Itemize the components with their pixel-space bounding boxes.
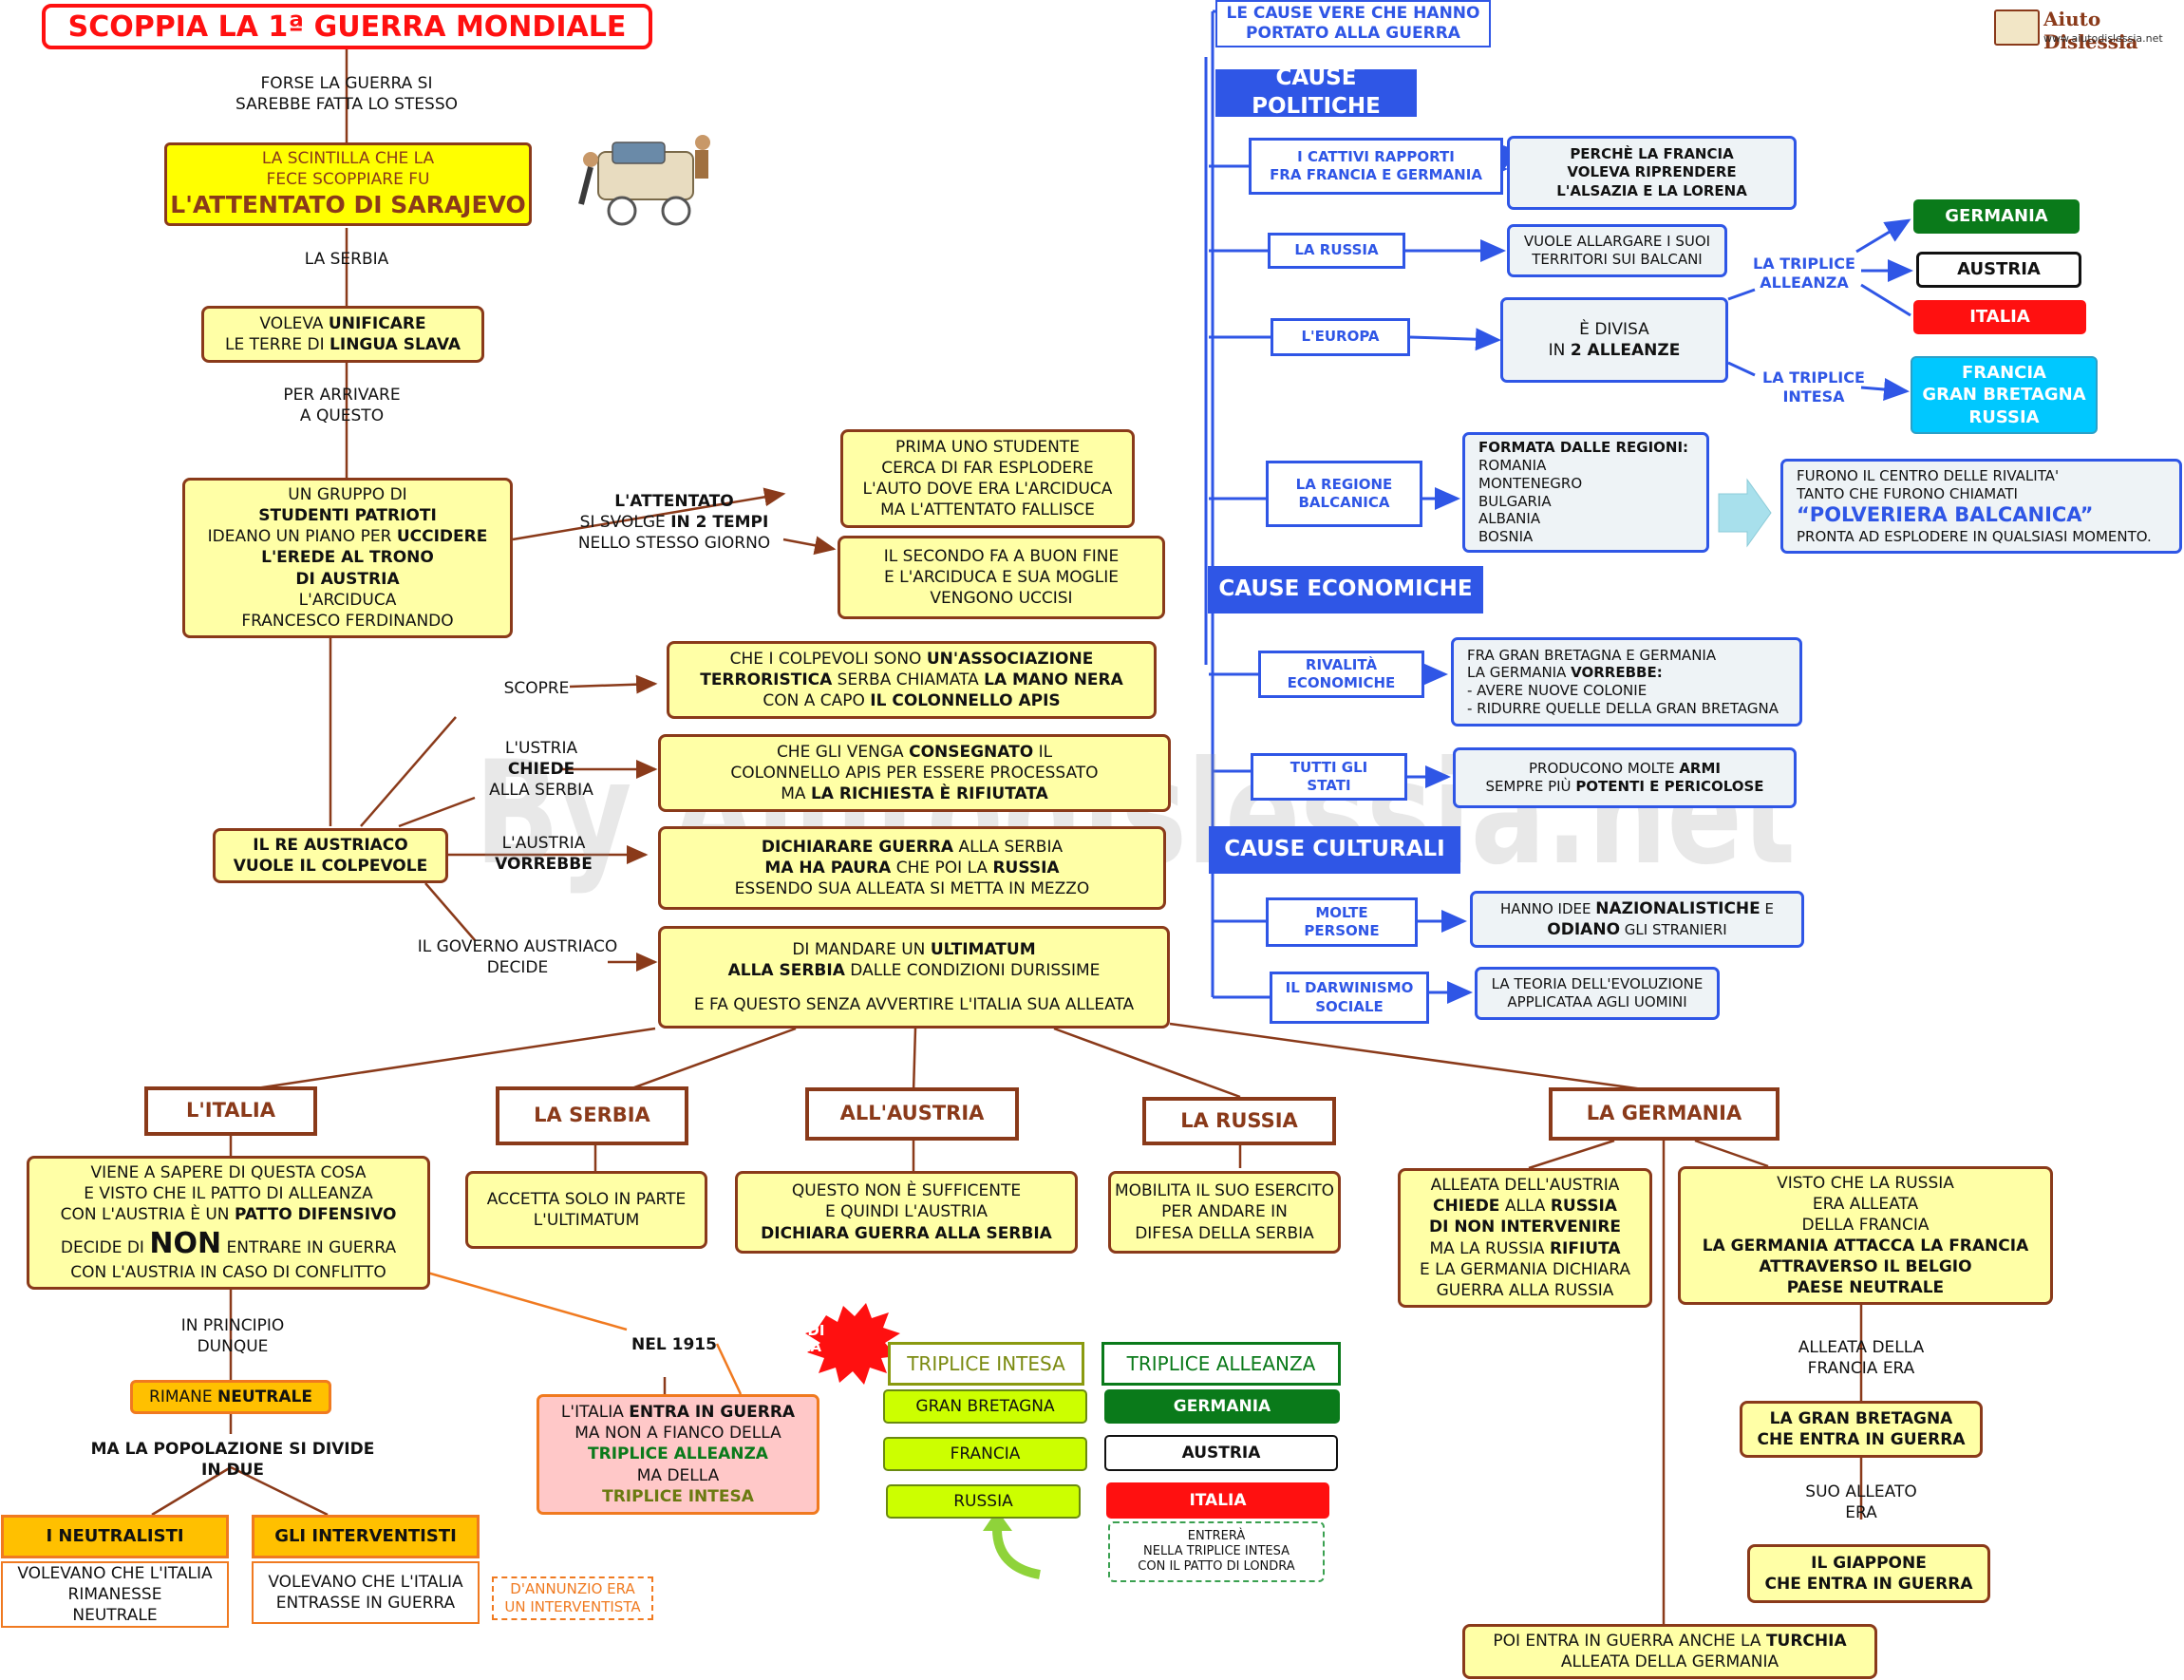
box-italia-viene: VIENE A SAPERE DI QUESTA COSA E VISTO CH…	[27, 1156, 430, 1290]
label-attentato: L'ATTENTATO SI SVOLGE IN 2 TEMPI NELLO S…	[577, 492, 771, 554]
box-rimane-neutrale: RIMANE NEUTRALE	[130, 1380, 331, 1414]
header-serbia: LA SERBIA	[496, 1086, 688, 1145]
header-cause-culturali: CAUSE CULTURALI	[1209, 826, 1460, 874]
box-germania-alleata: ALLEATA DELL'AUSTRIA CHIEDE ALLA RUSSIA …	[1398, 1168, 1652, 1308]
box-scintilla: LA SCINTILLA CHE LA FECE SCOPPIARE FU L'…	[164, 142, 532, 226]
brand-url: www.aiutodislessia.net	[2043, 32, 2163, 45]
header-interventisti: GLI INTERVENTISTI	[252, 1515, 480, 1558]
legend-intesa-francia: FRANCIA	[883, 1437, 1087, 1471]
box-turchia: POI ENTRA IN GUERRA ANCHE LA TURCHIA ALL…	[1462, 1624, 1877, 1679]
box-fra-gb-germania: FRA GRAN BRETAGNA E GERMANIA LA GERMANIA…	[1451, 637, 1802, 727]
header-russia: LA RUSSIA	[1142, 1097, 1336, 1145]
box-nazionalistiche: HANNO IDEE NAZIONALISTICHE E ODIANO GLI …	[1470, 891, 1804, 948]
box-dichiarare: DICHIARARE GUERRA ALLA SERBIA MA HA PAUR…	[658, 826, 1166, 910]
box-gruppo-studenti: UN GRUPPO DI STUDENTI PATRIOTI IDEANO UN…	[182, 478, 513, 638]
header-germania: LA GERMANIA	[1549, 1087, 1779, 1141]
sarajevo-car-icon	[578, 135, 710, 226]
header-cause-politiche: CAUSE POLITICHE	[1215, 66, 1417, 119]
badge-italia: ITALIA	[1913, 300, 2086, 334]
header-cause-economiche: CAUSE ECONOMICHE	[1208, 566, 1483, 613]
book-icon	[1994, 9, 2040, 46]
box-divisa: È DIVISA IN 2 ALLEANZE	[1500, 297, 1728, 383]
label-nel-1915: NEL 1915	[631, 1335, 717, 1354]
legend-alleanza-italia: ITALIA	[1106, 1482, 1329, 1519]
legend-intesa-russia: RUSSIA	[886, 1484, 1081, 1519]
brand-logo: Aiuto Dislessia www.aiutodislessia.net	[1994, 6, 2175, 53]
box-italia-entra: L'ITALIA ENTRA IN GUERRA MA NON A FIANCO…	[537, 1394, 819, 1515]
legend-alleanza-germania: GERMANIA	[1104, 1389, 1340, 1424]
header-neutralisti: I NEUTRALISTI	[1, 1515, 229, 1558]
box-europa: L'EUROPA	[1271, 318, 1410, 356]
brand-name: Aiuto Dislessia	[2043, 8, 2138, 53]
legend-intesa-title: TRIPLICE INTESA	[888, 1342, 1084, 1386]
box-germania-visto: VISTO CHE LA RUSSIA ERA ALLEATA DELLA FR…	[1678, 1166, 2053, 1305]
header-italia: L'ITALIA	[144, 1086, 317, 1136]
box-ultimatum: DI MANDARE UN ULTIMATUM ALLA SERBIA DALL…	[658, 926, 1170, 1029]
label-serbia: LA SERBIA	[304, 250, 389, 269]
box-consegnato: CHE GLI VENGA CONSEGNATO IL COLONNELLO A…	[658, 734, 1171, 812]
label-scopre: SCOPRE	[503, 679, 570, 698]
box-formata-regioni: FORMATA DALLE REGIONI: ROMANIA MONTENEGR…	[1462, 432, 1709, 553]
legend-alleanza-austria: AUSTRIA	[1104, 1435, 1338, 1471]
legend-alleanza-title: TRIPLICE ALLEANZA	[1101, 1342, 1341, 1386]
header-austria: ALL'AUSTRIA	[805, 1087, 1019, 1141]
badge-germania: GERMANIA	[1913, 199, 2080, 234]
page-title: SCOPPIA LA 1ª GUERRA MONDIALE	[42, 4, 652, 49]
box-polveriera: FURONO IL CENTRO DELLE RIVALITA' TANTO C…	[1780, 459, 2182, 554]
patto-londra-starburst	[805, 1303, 900, 1385]
legend-intesa-gb: GRAN BRETAGNA	[883, 1389, 1087, 1424]
box-producono: PRODUCONO MOLTE ARMI SEMPRE PIÙ POTENTI …	[1453, 747, 1797, 808]
badge-austria: AUSTRIA	[1916, 252, 2081, 288]
box-colpevoli: CHE I COLPEVOLI SONO UN'ASSOCIAZIONE TER…	[667, 641, 1157, 719]
box-unificare: VOLEVA UNIFICARE LE TERRE DI LINGUA SLAV…	[201, 306, 484, 363]
box-la-russia: LA RUSSIA	[1268, 233, 1405, 269]
